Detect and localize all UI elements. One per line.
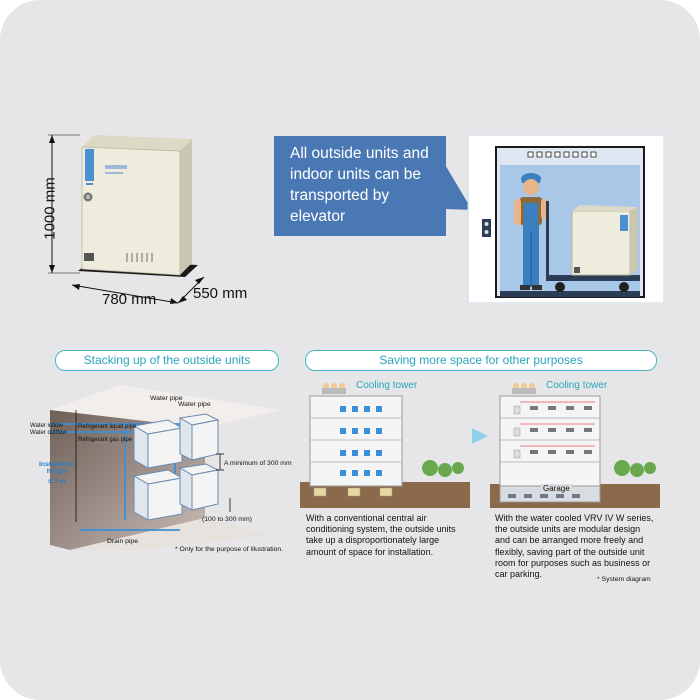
water-inflow-label: Water inflow: [30, 423, 63, 429]
arrow-right-icon: [472, 428, 488, 444]
drain-pipe-label: Drain pipe: [107, 538, 138, 545]
min-clearance-label: A minimum of 300 mm: [224, 460, 292, 467]
installation-height-label: Installation height: [39, 461, 75, 475]
width-dimension: 780 mm: [102, 291, 157, 308]
installation-height-value: ≤ 3 m: [48, 478, 66, 485]
depth-dimension: 550 mm: [193, 285, 248, 302]
conventional-building-illustration: [300, 383, 470, 508]
refrigerant-liquid-pipe: Refrigerant liquid pipe: [78, 424, 137, 430]
stacking-illustration: [50, 385, 280, 550]
saving-title: Saving more space for other purposes: [305, 350, 657, 371]
stacking-title: Stacking up of the outside units: [55, 350, 279, 371]
spacing-label: (100 to 300 mm): [202, 516, 252, 523]
stacking-footnote: * Only for the purpose of illustration.: [175, 546, 284, 553]
vrv-building-illustration: [490, 383, 660, 508]
cooling-tower-right: Cooling tower: [546, 380, 608, 391]
refrigerant-gas-pipe: Refrigerant gas pipe: [78, 437, 133, 443]
water-pipe-label-1: Water pipe: [150, 395, 183, 402]
height-dimension: 1000 mm: [41, 177, 59, 240]
elevator-callout: All outside units and indoor units can b…: [274, 136, 446, 236]
cooling-tower-left: Cooling tower: [356, 380, 418, 391]
vrv-description: With the water cooled VRV IV W series, t…: [495, 513, 654, 580]
water-pipe-label-2: Water pipe: [178, 401, 211, 408]
conventional-description: With a conventional central air conditio…: [306, 513, 456, 557]
system-diagram-footnote: * System diagram: [597, 576, 651, 583]
elevator-illustration: [444, 135, 664, 303]
outdoor-unit-illustration: [48, 134, 205, 304]
garage-label: Garage: [541, 484, 572, 493]
water-outflow-label: Water outflow: [30, 430, 67, 436]
